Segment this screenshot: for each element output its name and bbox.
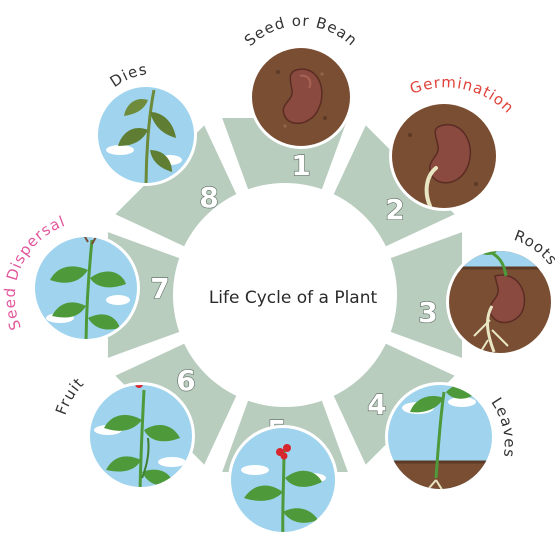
center-title: Life Cycle of a Plant <box>209 288 378 308</box>
stage-number-8: 8 <box>199 181 218 214</box>
stage-label-1: Seed or Bean <box>241 12 361 50</box>
seedling-with-leaves-icon <box>385 382 495 502</box>
stage-label-6: Fruit <box>52 374 88 417</box>
stage-number-6: 6 <box>176 364 195 397</box>
stage-number-3: 3 <box>418 296 437 329</box>
flowering-plant-icon <box>228 425 338 533</box>
bean-in-soil-icon <box>249 45 353 149</box>
stage-number-4: 4 <box>367 388 386 421</box>
stage-label-6-text: Fruit <box>52 374 88 417</box>
stage-number-1: 1 <box>291 149 310 182</box>
stage-label-1-text: Seed or Bean <box>241 12 361 50</box>
germinating-bean-icon <box>389 101 499 211</box>
stage-number-2: 2 <box>385 193 404 226</box>
stage-number-7: 7 <box>150 272 169 305</box>
